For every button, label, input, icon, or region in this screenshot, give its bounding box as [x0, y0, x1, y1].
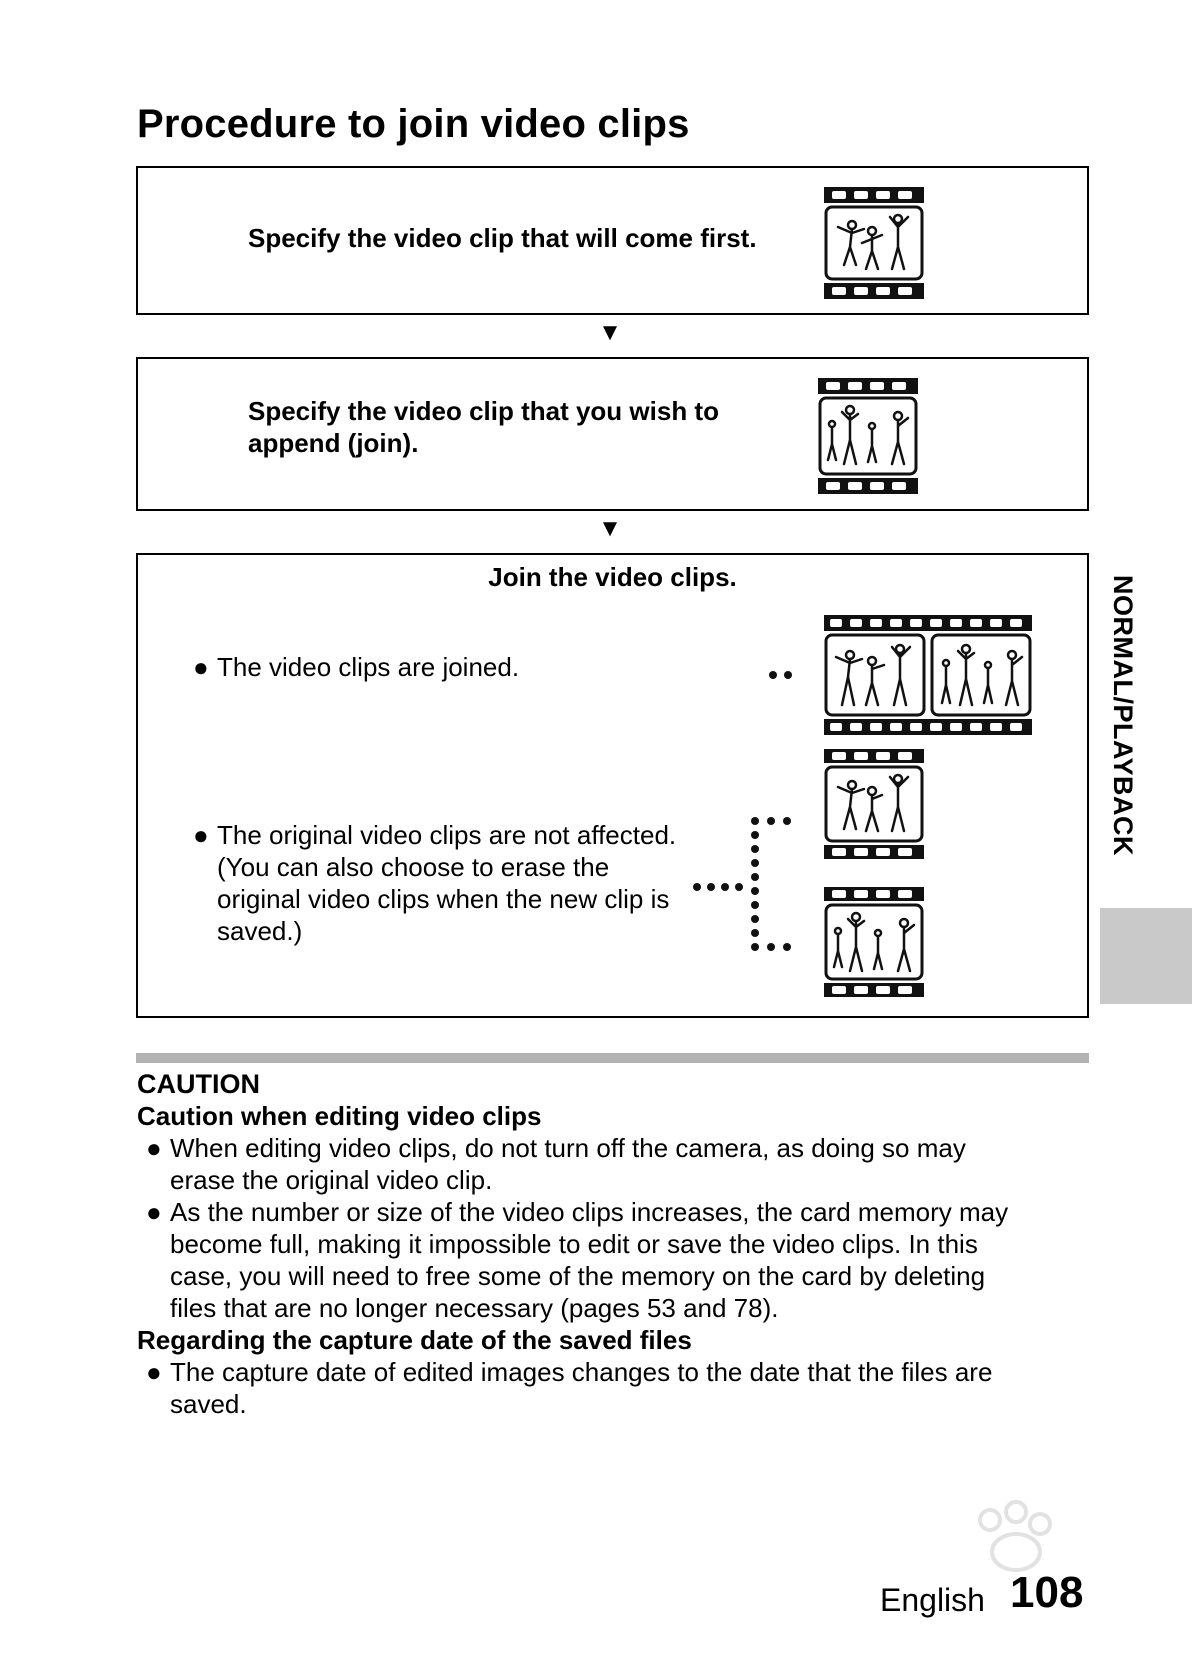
- caution-section-1-heading: Caution when editing video clips: [137, 1101, 542, 1131]
- bullet-icon: ●: [146, 1197, 162, 1227]
- caution-title: CAUTION: [137, 1069, 260, 1099]
- caution-section-2-heading: Regarding the capture date of the saved …: [137, 1325, 692, 1355]
- bullet-icon: ●: [193, 820, 209, 850]
- film-frame-icon: [818, 378, 918, 494]
- caution-item-1-line-2: erase the original video clip.: [170, 1165, 493, 1195]
- film-frame-icon: [824, 749, 924, 859]
- step-3-bullet-1: ● The video clips are joined.: [193, 651, 520, 683]
- step-3-heading: Join the video clips.: [488, 562, 737, 592]
- caution-item-1-line-1: When editing video clips, do not turn of…: [170, 1133, 966, 1163]
- film-frame-icon: [824, 887, 924, 997]
- caution-item-3: ● The capture date of edited images chan…: [146, 1356, 1090, 1420]
- step-1-box: Specify the video clip that will come fi…: [136, 166, 1089, 315]
- step-1-text: Specify the video clip that will come fi…: [248, 223, 757, 253]
- step-3-bullet-2-line-2: (You can also choose to erase the: [217, 852, 610, 882]
- caution-item-3-line-1: The capture date of edited images change…: [170, 1357, 993, 1387]
- step-3-bullet-2: ● The original video clips are not affec…: [193, 819, 677, 947]
- step-2-line-2: append (join).: [248, 428, 419, 458]
- bullet-icon: ●: [146, 1357, 162, 1387]
- step-3-box: Join the video clips. ● The video clips …: [136, 553, 1089, 1018]
- step-3-bullet-2-line-1: The original video clips are not affecte…: [217, 820, 677, 850]
- step-arrow-1: ▼: [598, 319, 622, 346]
- section-side-tab: [1100, 908, 1192, 1004]
- caution-item-2-line-2: become full, making it impossible to edi…: [170, 1229, 978, 1259]
- bullet-icon: ●: [193, 652, 209, 682]
- step-2-text: Specify the video clip that you wish to …: [248, 395, 719, 459]
- step-arrow-2: ▼: [598, 515, 622, 542]
- caution-item-1: ● When editing video clips, do not turn …: [146, 1132, 1090, 1196]
- dotted-connector-icon: [693, 817, 791, 951]
- page-title: Procedure to join video clips: [137, 102, 690, 146]
- step-3-bullet-1-text: The video clips are joined.: [217, 652, 520, 682]
- film-frame-joined-icon: [824, 615, 1032, 735]
- dotted-connector-icon: [769, 671, 792, 679]
- caution-item-2-line-4: files that are no longer necessary (page…: [170, 1293, 779, 1323]
- caution-item-2-line-3: case, you will need to free some of the …: [170, 1261, 986, 1291]
- footer-language: English: [880, 1582, 985, 1618]
- caution-item-3-line-2: saved.: [170, 1389, 247, 1419]
- bullet-icon: ●: [146, 1133, 162, 1163]
- caution-item-2-line-1: As the number or size of the video clips…: [170, 1197, 1009, 1227]
- step-2-line-1: Specify the video clip that you wish to: [248, 396, 719, 426]
- caution-item-2: ● As the number or size of the video cli…: [146, 1196, 1090, 1324]
- watermark-logo: [978, 1500, 1052, 1572]
- page-number: 108: [1010, 1568, 1084, 1617]
- caution-divider: [136, 1053, 1089, 1063]
- step-3-bullet-2-line-4: saved.): [217, 916, 303, 946]
- step-2-box: Specify the video clip that you wish to …: [136, 357, 1089, 511]
- section-side-label: NORMAL/PLAYBACK: [1108, 575, 1138, 857]
- step-3-bullet-2-line-3: original video clips when the new clip i…: [217, 884, 670, 914]
- film-frame-icon: [824, 187, 924, 299]
